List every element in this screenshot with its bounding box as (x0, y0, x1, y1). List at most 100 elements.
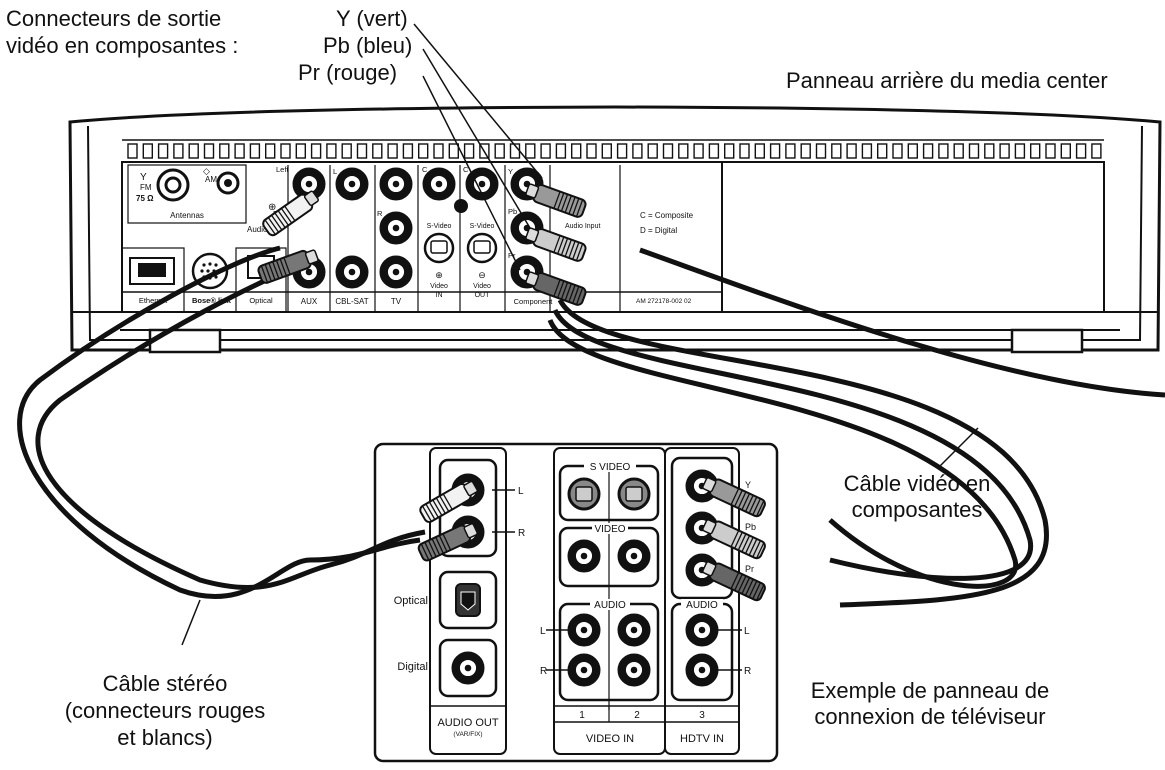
column-1-label: 1 (579, 710, 585, 721)
vent-slot (219, 143, 230, 159)
vent-slot (632, 143, 643, 159)
vent-slot (586, 143, 597, 159)
tv-hdtv-l-jack (685, 613, 719, 647)
svideo-out-top: S-Video (470, 223, 495, 230)
tv-audio-r2-jack (617, 653, 651, 687)
component-y-letter: Y (508, 167, 513, 176)
audio-note: Audio Input (565, 223, 600, 230)
vent-slot (173, 143, 184, 159)
var-fix-label: (VAR/FIX) (453, 731, 482, 738)
tv-panel-callout-line2: connexion de téléviseur (814, 704, 1046, 729)
bose-link-pin (214, 263, 218, 267)
bose-link-pin (202, 263, 206, 267)
tv-y-letter: Y (745, 480, 751, 490)
tv-audio-in-r-letter: R (540, 666, 547, 677)
s-video-group-label: S VIDEO (590, 462, 631, 473)
vent-slot (601, 143, 612, 159)
tv-audio-in-l-letter: L (540, 626, 546, 637)
tv-audio-l1-jack (567, 613, 601, 647)
vent-slot (571, 143, 582, 159)
tv-audio-out-l-letter: L (518, 486, 524, 497)
left-label: Left (276, 165, 289, 174)
vent-slot (234, 143, 245, 159)
video-group-label: VIDEO (594, 524, 625, 535)
cbl-sat-label: CBL-SAT (335, 297, 368, 306)
tv-digital-out-jack (451, 651, 485, 685)
vent-slot (448, 143, 459, 159)
tv-svideo-jacks (567, 477, 651, 511)
vent-slot (922, 143, 934, 159)
vent-slot (708, 143, 720, 159)
antenna-am-label: AM (205, 175, 217, 184)
vent-slot (326, 143, 337, 159)
optical-label: Optical (249, 296, 273, 305)
vent-slot (540, 143, 551, 159)
cable-plugs (257, 183, 766, 602)
model-number: AM 272178-002 02 (636, 298, 692, 305)
tv-audio-out-r-letter: R (518, 528, 525, 539)
vent-slot (188, 143, 199, 159)
vent-slot (861, 143, 873, 159)
tv-audio-r1-jack (567, 653, 601, 687)
pr-red-callout: Pr (rouge) (298, 60, 398, 85)
vent-slot (1060, 143, 1072, 159)
vent-slot (754, 143, 765, 159)
component-output-callout-line1: Connecteurs de sortie (6, 6, 222, 31)
stereo-cable-callout-line2: (connecteurs rouges (64, 698, 266, 723)
blue-plug-tv (702, 519, 766, 560)
stereo-cable-callout-line3: et blancs) (117, 725, 213, 750)
vent-slot (938, 143, 949, 159)
vent-slot (800, 143, 811, 159)
ethernet-label: Ethernet (139, 296, 168, 305)
svideo-section: C C S-Video S-Video ⊕ ⊖ Video IN Video O… (422, 165, 506, 312)
red-plug-media-center (257, 249, 319, 284)
video-in-icon: ⊕ (435, 270, 443, 280)
vent-slot (142, 143, 154, 159)
video-out-icon: ⊖ (478, 270, 486, 280)
tv-audio-l2-jack (617, 613, 651, 647)
composite-in-jack (422, 167, 456, 201)
cbl-r-letter: R (377, 209, 383, 218)
component-cable-callout-line2: composantes (851, 497, 983, 522)
audio-group-label: AUDIO (594, 600, 626, 611)
column-2-label: 2 (634, 710, 640, 721)
composite-c-letter-2: C (463, 165, 469, 174)
vent-slot (647, 143, 658, 159)
composite-note: C = Composite (640, 211, 694, 220)
green-plug-tv (702, 477, 766, 518)
bose-link-label: Bose® link (192, 296, 232, 305)
blue-plug-media-center (525, 227, 587, 262)
audio-out-label: AUDIO OUT (437, 717, 498, 729)
vent-slot (693, 143, 704, 159)
tv-connection-panel: S VIDEO VIDEO AUDIO AUDIO Optical Digita… (373, 442, 779, 763)
vent-slot (1091, 143, 1102, 159)
vent-slot (1029, 143, 1041, 159)
vent-slot (1075, 143, 1087, 159)
video-in-line2: IN (436, 292, 443, 299)
aux-label: AUX (301, 297, 318, 306)
vent-slot (678, 143, 689, 159)
tv-hdtv-l-letter: L (744, 626, 750, 637)
antenna-section: FM 75 Ω AM Antennas Y ◇ (127, 164, 247, 224)
tv-video-2-jack (617, 539, 651, 573)
digital-note: D = Digital (640, 226, 677, 235)
vent-slot (984, 143, 995, 159)
tv-right-jack (379, 211, 413, 245)
video-out-line2: OUT (475, 292, 491, 299)
bose-link-pin (200, 269, 204, 273)
am-antenna-icon: ◇ (203, 166, 210, 176)
fm-antenna-icon: Y (140, 172, 147, 183)
vent-slot (356, 143, 368, 159)
column-3-label: 3 (699, 710, 705, 721)
vent-slot (203, 143, 215, 159)
vent-slot (815, 143, 827, 159)
stereo-cable-callout-line1: Câble stéréo (102, 671, 228, 696)
vent-slot (616, 143, 628, 159)
rear-panel-callout: Panneau arrière du media center (786, 68, 1108, 93)
aux-l-letter: L (333, 167, 337, 176)
tv-label: TV (391, 297, 402, 306)
tv-video-1-jack (567, 539, 601, 573)
white-plug-tv (419, 480, 478, 523)
cbl-right-jack (335, 255, 369, 289)
